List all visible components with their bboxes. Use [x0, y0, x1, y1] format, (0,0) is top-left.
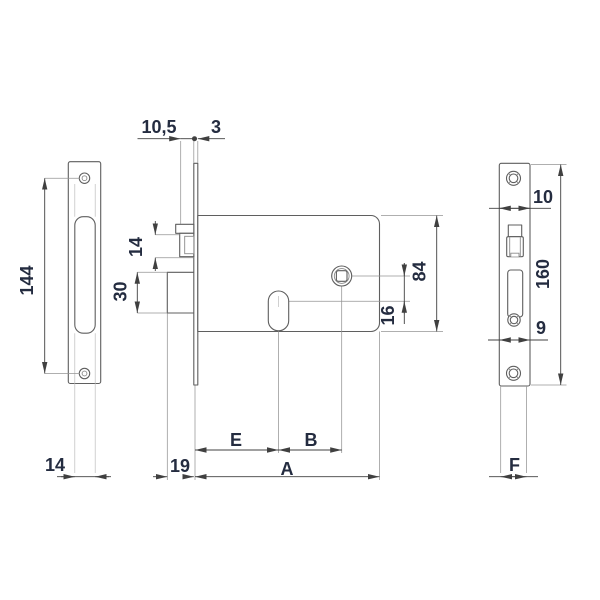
dim-label-faceplate-width: F — [509, 455, 520, 475]
follower-hub-inner — [333, 268, 350, 284]
dim-label-case-height: 84 — [410, 261, 430, 281]
fixing-screw-bottom-inner — [508, 368, 519, 379]
dimensions: 10,5 3 144 14 14 — [17, 117, 567, 480]
dim-label-bolt-offset: 10,5 — [141, 117, 176, 137]
faceplate-view — [498, 162, 531, 473]
dim-label-case-depth: A — [281, 459, 294, 479]
dim-label-slot-width: 14 — [45, 455, 65, 475]
fixing-screw-top-inner — [508, 173, 519, 184]
dim-latch-height: 14 — [126, 221, 194, 271]
latch-bolt-detail — [184, 235, 195, 255]
dim-backset: E — [195, 430, 279, 453]
dim-label-screw-spacing: 144 — [17, 265, 37, 295]
dim-label-faceplate-bottom-width: 9 — [536, 318, 546, 338]
dim-label-front-case-depth: 19 — [170, 456, 190, 476]
dim-dot — [192, 136, 197, 142]
keyhole-slot — [267, 290, 290, 332]
deadbolt-slot — [507, 269, 524, 318]
dim-label-plate-thickness: 3 — [211, 117, 221, 137]
dim-case-depth: A — [195, 459, 380, 480]
lock-side-view — [166, 141, 410, 480]
dim-faceplate-width: F — [489, 455, 538, 480]
latch-opening-top — [507, 224, 523, 238]
lock-body-outline — [197, 214, 381, 333]
dim-label-backset: E — [230, 430, 242, 450]
dim-label-front-case-height: 30 — [111, 281, 131, 301]
dim-faceplate-top-width: 10 — [489, 187, 553, 212]
dim-label-axes-distance: 16 — [378, 305, 398, 325]
dim-screw-spacing: 144 — [17, 177, 80, 374]
dim-axes-distance: 16 — [378, 263, 407, 326]
strike-slot — [74, 216, 96, 334]
dim-slot-width: 14 — [45, 455, 111, 480]
dim-axis-distance: B — [278, 430, 342, 453]
dim-faceplate-height: 160 — [531, 164, 567, 386]
dim-label-axis-distance: B — [305, 430, 318, 450]
dim-label-faceplate-top-width: 10 — [533, 187, 553, 207]
strike-plate-view — [67, 161, 102, 473]
dim-front-case-height: 30 — [111, 271, 168, 314]
dim-bolt-offset: 10,5 3 — [137, 117, 225, 142]
cylinder-housing-box — [166, 271, 194, 314]
screw-hole-top-inner — [81, 175, 88, 182]
dim-faceplate-bottom-width: 9 — [488, 318, 548, 343]
dim-front-case-depth: 19 — [153, 456, 194, 480]
fixing-screw-middle-inner — [509, 315, 519, 325]
faceplate-edge — [193, 162, 199, 386]
latch-bolt-head — [175, 223, 195, 234]
dim-label-latch-height: 14 — [126, 237, 146, 257]
follower-square-hole — [335, 270, 348, 282]
latch-notch — [510, 252, 520, 257]
dim-label-faceplate-height: 160 — [533, 259, 553, 289]
dim-case-height: 84 — [381, 215, 443, 332]
screw-hole-bottom-inner — [81, 370, 88, 377]
